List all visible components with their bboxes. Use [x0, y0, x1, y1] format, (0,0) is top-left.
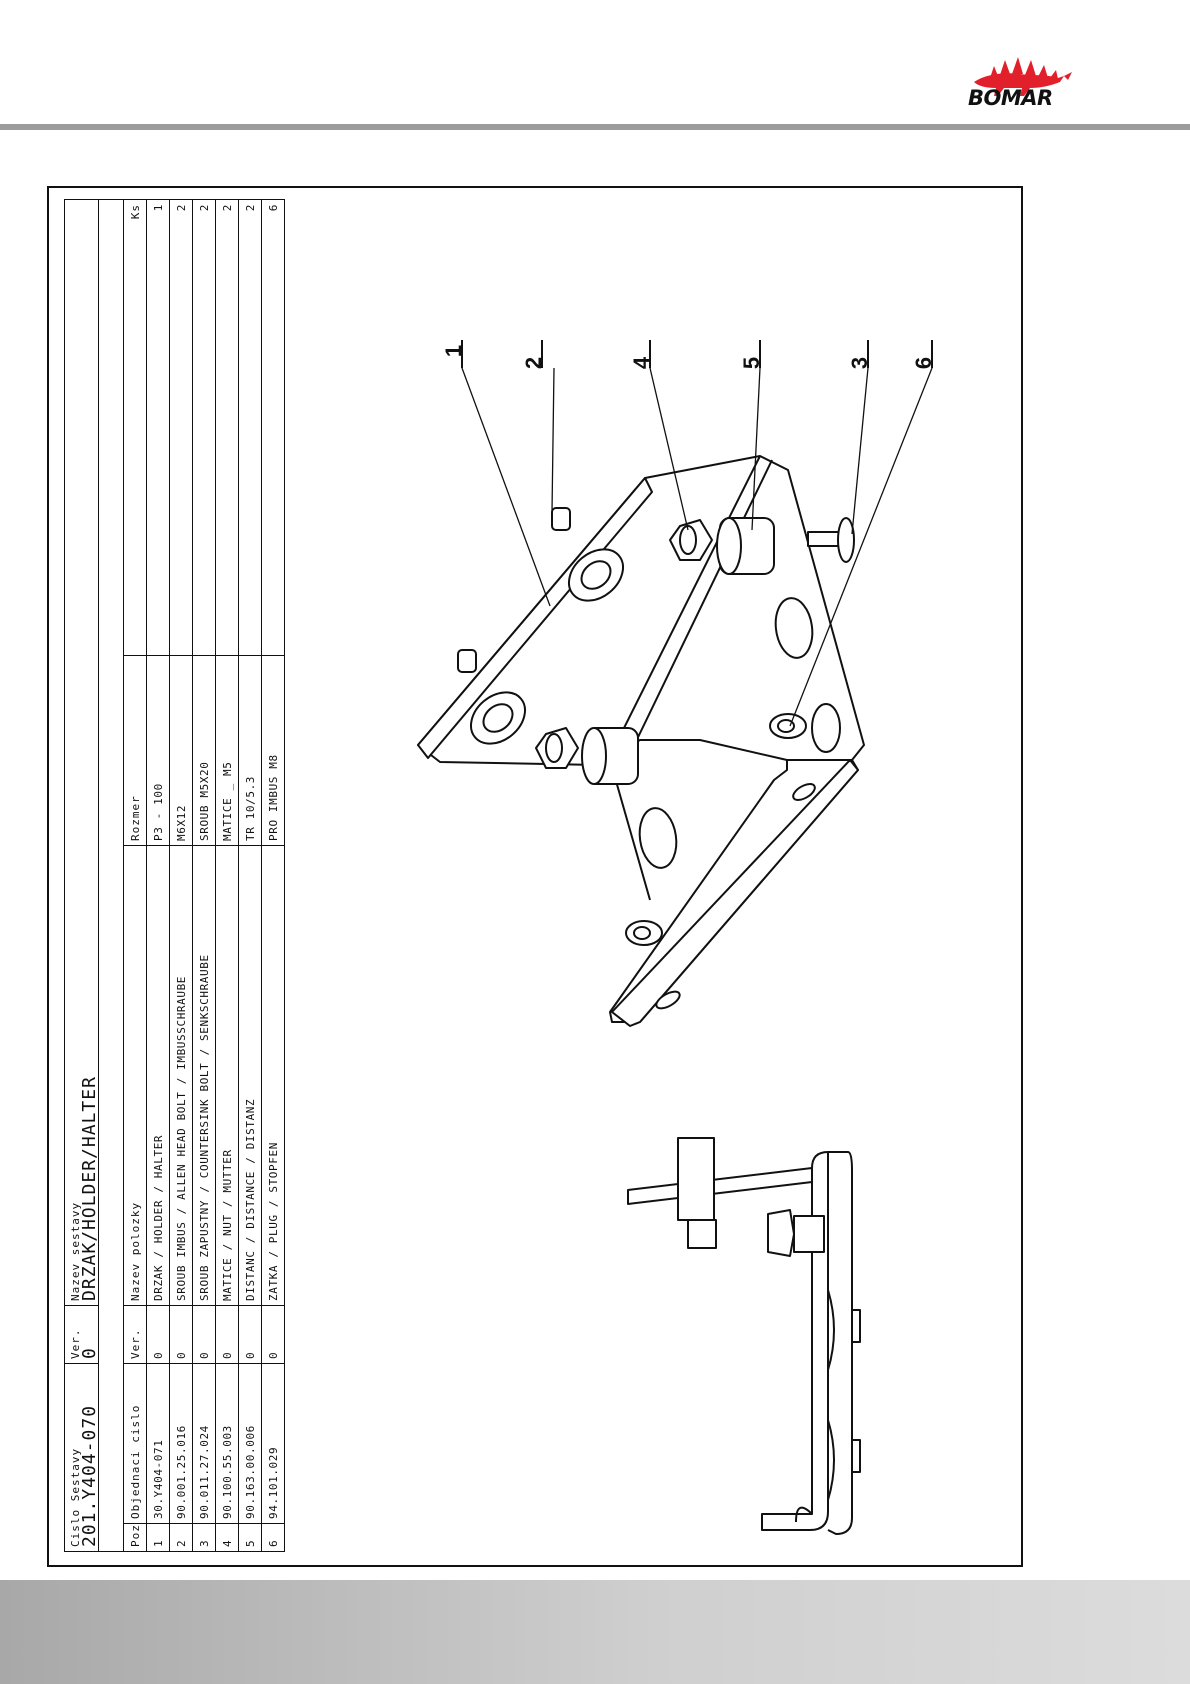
callout-2: 2: [521, 356, 547, 370]
callout-5: 5: [739, 356, 765, 370]
holder-top-plate-edge: [417, 477, 653, 759]
callout-4: 4: [629, 356, 655, 370]
holder-flange-edge: [611, 759, 859, 1027]
footer-band: [0, 1580, 1190, 1684]
header-divider: [0, 124, 1190, 130]
brand-logo-text: BOMAR: [968, 86, 1053, 110]
callout-1: 1: [441, 344, 467, 358]
drawing-frame: [47, 186, 1023, 1567]
callout-6: 6: [911, 356, 937, 370]
stegosaurus-icon: [974, 57, 1072, 96]
callout-3: 3: [847, 356, 873, 370]
